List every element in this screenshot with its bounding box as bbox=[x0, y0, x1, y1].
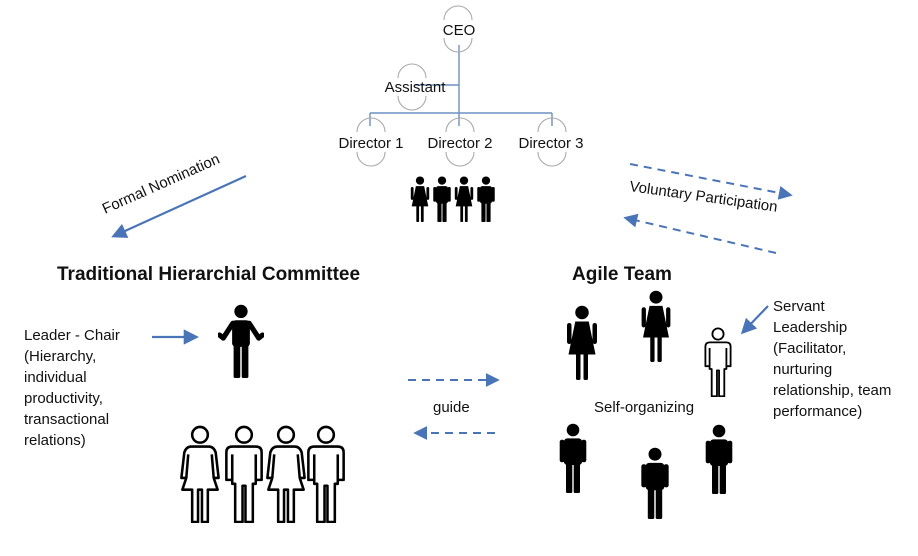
servant-leadership-description: Servant Leadership (Facilitator, nurturi… bbox=[773, 296, 891, 422]
servant-leadership-line: Leadership bbox=[773, 319, 848, 336]
director-1-node: Director 1 bbox=[338, 135, 403, 152]
guide-label: guide bbox=[433, 399, 470, 416]
leader-chair-line: transactional bbox=[24, 411, 110, 428]
org-chart-node-arcs bbox=[356, 5, 567, 167]
self-organizing-label: Self-organizing bbox=[594, 399, 694, 416]
org-chart-connectors bbox=[369, 45, 553, 126]
formal-nomination-label: Formal Nomination bbox=[100, 151, 223, 218]
director-3-node: Director 3 bbox=[518, 135, 583, 152]
leader-chair-icon bbox=[220, 305, 263, 378]
committee-members-icon bbox=[179, 425, 346, 523]
servant-leadership-line: relationship, team bbox=[773, 382, 892, 399]
servant-leadership-line: nurturing bbox=[773, 361, 833, 378]
leader-chair-line: Leader - Chair bbox=[24, 327, 120, 344]
leader-chair-line: individual bbox=[24, 369, 87, 386]
voluntary-participation-label: Voluntary Participation bbox=[628, 178, 778, 216]
servant-leadership-line: Servant bbox=[773, 298, 825, 315]
assistant-node: Assistant bbox=[385, 79, 447, 96]
servant-leadership-arrow bbox=[740, 305, 769, 335]
org-chart: CEO Assistant Director 1 Director 2 Dire… bbox=[338, 5, 584, 222]
director-2-node: Director 2 bbox=[427, 135, 492, 152]
leader-chair-description: Leader - Chair (Hierarchy, individual pr… bbox=[24, 325, 120, 451]
formal-nomination-arrow bbox=[111, 174, 247, 238]
leader-chair-line: relations) bbox=[24, 432, 86, 449]
ceo-node: CEO bbox=[443, 22, 476, 39]
servant-leadership-line: (Facilitator, bbox=[773, 340, 847, 357]
agile-heading: Agile Team bbox=[572, 264, 672, 285]
servant-leader-icon bbox=[704, 327, 732, 397]
directors-group-icon bbox=[410, 176, 495, 222]
traditional-heading: Traditional Hierarchial Committee bbox=[57, 264, 360, 285]
leader-chair-line: productivity, bbox=[24, 390, 103, 407]
servant-leadership-line: performance) bbox=[773, 403, 863, 420]
voluntary-participation-arrow-back bbox=[623, 213, 777, 254]
leader-chair-line: (Hierarchy, bbox=[24, 348, 97, 365]
